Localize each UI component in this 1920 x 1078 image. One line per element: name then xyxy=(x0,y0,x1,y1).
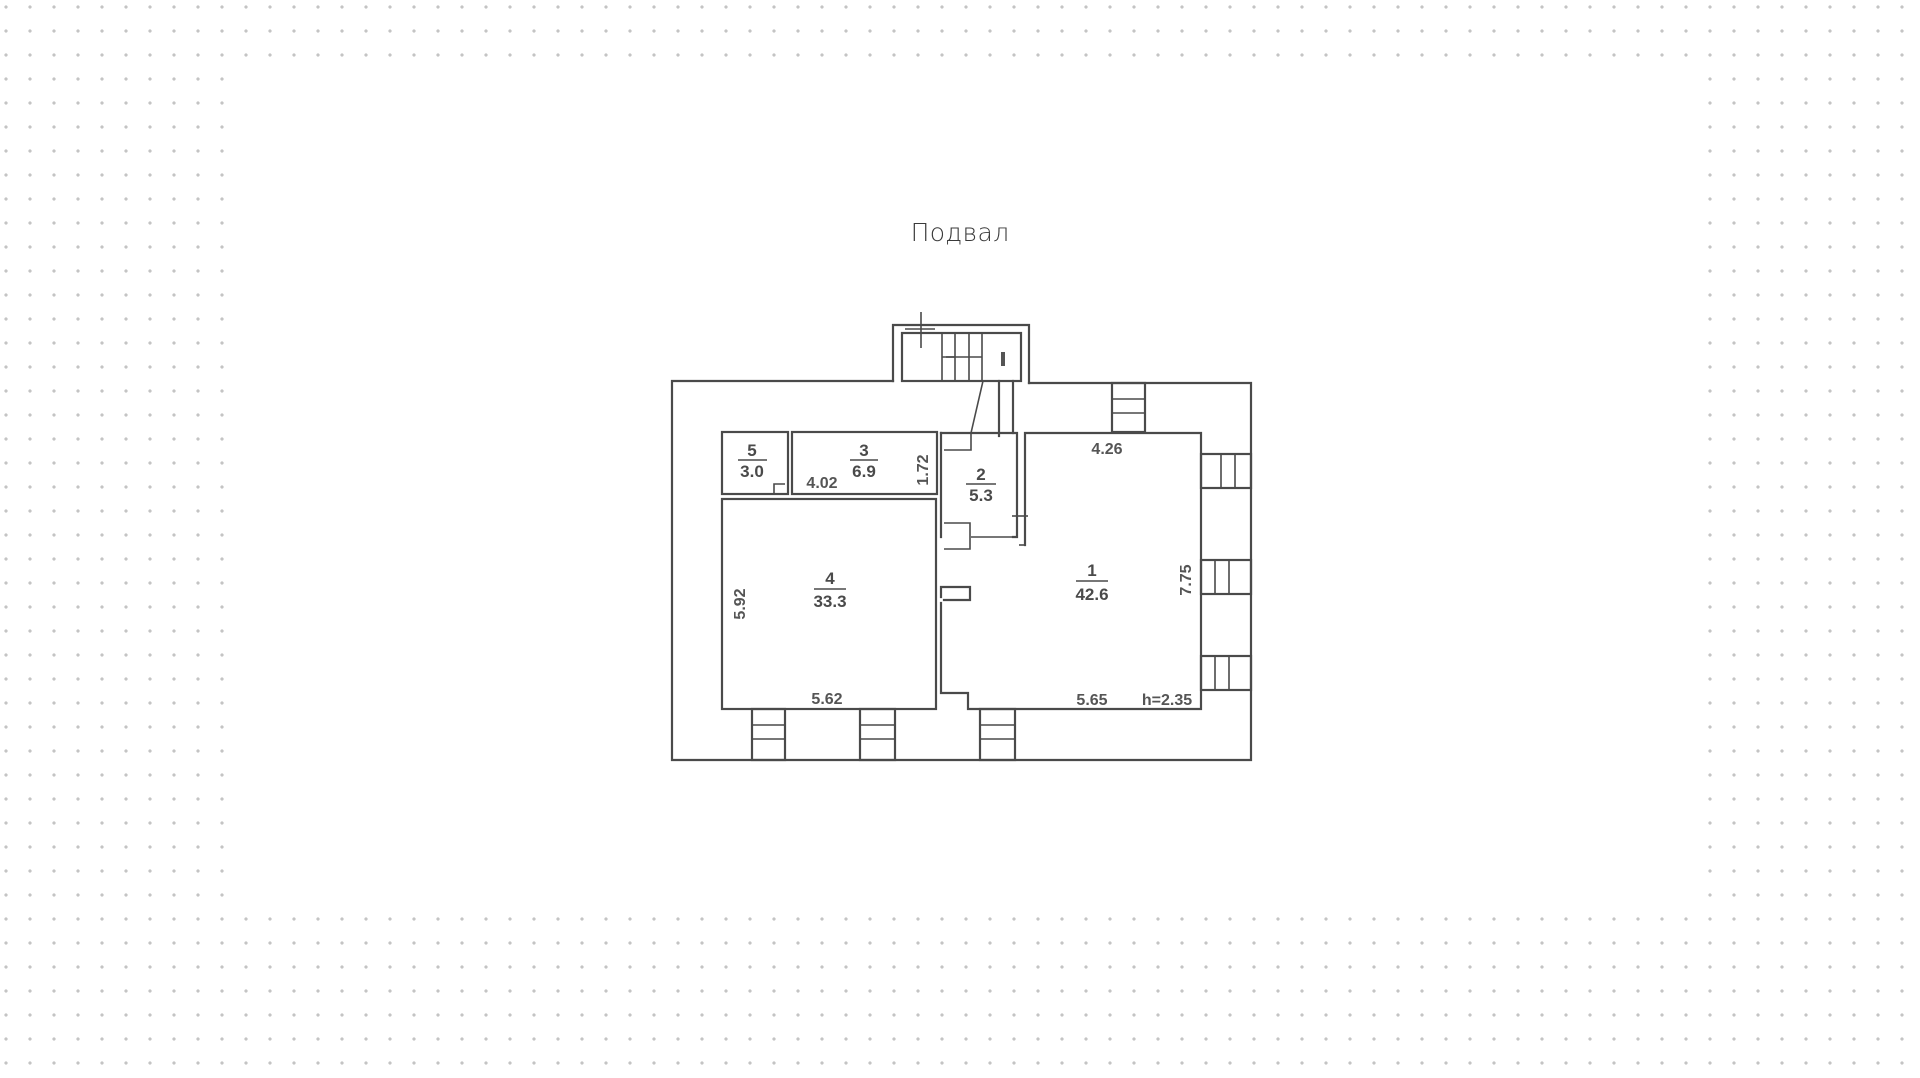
room-1: 1 42.6 4.26 7.75 5.65 h=2.35 xyxy=(939,431,1203,711)
svg-text:4.26: 4.26 xyxy=(1091,441,1122,458)
svg-text:4: 4 xyxy=(825,569,835,588)
svg-text:h=2.35: h=2.35 xyxy=(1142,692,1192,709)
svg-text:3: 3 xyxy=(859,441,868,460)
svg-text:5.62: 5.62 xyxy=(811,691,842,708)
room-4: 4 33.3 5.92 5.62 xyxy=(720,497,938,711)
svg-text:1.72: 1.72 xyxy=(915,454,932,485)
svg-text:4.02: 4.02 xyxy=(806,475,837,492)
svg-text:5: 5 xyxy=(747,441,756,460)
svg-text:33.3: 33.3 xyxy=(813,592,846,611)
svg-text:1: 1 xyxy=(1087,561,1096,580)
svg-text:2: 2 xyxy=(976,465,985,484)
svg-text:7.75: 7.75 xyxy=(1178,564,1195,595)
svg-text:42.6: 42.6 xyxy=(1075,585,1108,604)
room-5: 5 3.0 xyxy=(720,430,790,496)
windows xyxy=(750,381,1253,762)
svg-text:5.92: 5.92 xyxy=(732,588,749,619)
stairwell xyxy=(900,312,1023,438)
room-2: 2 5.3 xyxy=(939,431,1028,550)
floor-title: Подвал xyxy=(910,218,1010,247)
plan-canvas xyxy=(230,70,1690,906)
room-3: 3 6.9 4.02 1.72 xyxy=(790,430,939,496)
outer-walls xyxy=(670,323,1253,762)
svg-text:5.65: 5.65 xyxy=(1076,692,1107,709)
svg-text:3.0: 3.0 xyxy=(740,462,764,481)
svg-text:5.3: 5.3 xyxy=(969,486,993,505)
svg-text:6.9: 6.9 xyxy=(852,462,876,481)
